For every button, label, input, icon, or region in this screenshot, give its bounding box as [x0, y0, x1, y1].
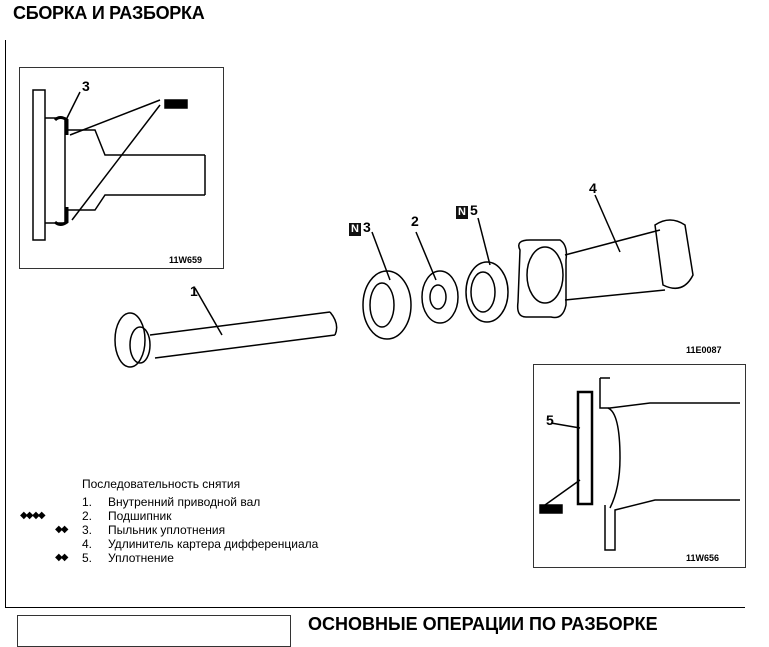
inset-bottom-code: 11W656	[686, 553, 720, 563]
next-section-frame	[17, 615, 291, 647]
inset-top-code: 11W659	[169, 255, 203, 265]
callout-5-num: 5	[469, 202, 478, 218]
item-num: 5.	[82, 551, 93, 565]
frame-bottom-border	[5, 607, 745, 608]
inset-top-drawing	[32, 89, 206, 241]
sequence-heading: Последовательность снятия	[82, 477, 241, 491]
drive-shaft-drawing	[114, 287, 338, 368]
item-text: Подшипник	[108, 509, 172, 523]
inset-bottom-drawing	[539, 377, 740, 551]
item-text: Внутренний приводной вал	[108, 495, 261, 509]
list-item: 1. Внутренний приводной вал	[82, 495, 260, 509]
differential-extension-drawing	[516, 194, 694, 319]
new-part-badge: N	[456, 206, 468, 219]
list-item: ◆◆ ◆◆ 2. Подшипник	[20, 509, 240, 523]
list-item: 4. Удлинитель картера дифференциала	[82, 537, 318, 551]
item-text: Уплотнение	[108, 551, 174, 565]
inset-bottom-frame	[533, 364, 746, 568]
callout-3-num: 3	[362, 219, 371, 235]
inset-bottom-callout: 5	[546, 412, 554, 428]
page-title: СБОРКА И РАЗБОРКА	[13, 3, 205, 23]
list-item: ◆◆ 5. Уплотнение	[55, 551, 240, 565]
list-item: ◆◆ 3. Пыльник уплотнения	[55, 523, 240, 537]
callout-2: 2	[411, 213, 419, 229]
removal-sequence: Последовательность снятия 1. Внутренний п…	[20, 477, 318, 565]
tool-marks-icon: ◆◆ ◆◆	[20, 510, 46, 521]
next-section-title: ОСНОВНЫЕ ОПЕРАЦИИ ПО РАЗБОРКЕ	[308, 614, 658, 634]
callout-4: 4	[589, 180, 597, 196]
exploded-diagram	[32, 89, 740, 551]
item-num: 1.	[82, 495, 93, 509]
item-num: 4.	[82, 537, 93, 551]
bearing-drawing	[421, 270, 459, 324]
item-num: 2.	[82, 509, 93, 523]
seal-drawing	[465, 261, 509, 323]
tool-marks-icon: ◆◆	[55, 552, 68, 563]
tool-marks-icon: ◆◆	[55, 524, 68, 535]
item-text: Пыльник уплотнения	[108, 523, 226, 537]
inset-top-frame	[19, 67, 224, 269]
callout-1: 1	[190, 283, 198, 299]
frame-left-border	[5, 40, 6, 607]
inset-top-callout: 3	[82, 78, 90, 94]
main-figure-code: 11E0087	[686, 345, 722, 355]
item-num: 3.	[82, 523, 93, 537]
new-part-badge: N	[349, 223, 361, 236]
item-text: Удлинитель картера дифференциала	[108, 537, 319, 551]
